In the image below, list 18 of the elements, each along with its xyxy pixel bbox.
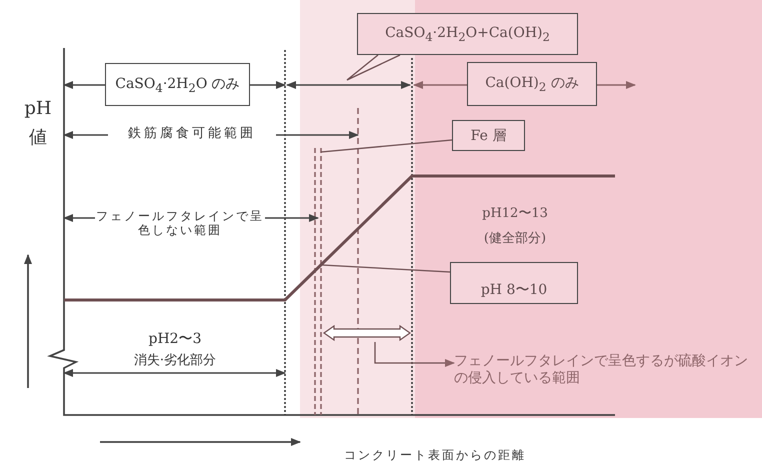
ph-label: pH2〜3 <box>148 331 202 348</box>
leader-line <box>320 139 452 153</box>
axis-label: コンクリート表面からの距離 <box>343 448 527 462</box>
callout-box: CaSO$_{4}$·2H$_{2}$O+Ca(OH)$_{2}$ <box>357 13 578 55</box>
double-arrow <box>323 325 411 342</box>
annotation-text: フェノールフタレインで呈色するが硫酸イオンの侵入している範囲 <box>454 350 760 390</box>
ph-box: pH 8〜10 <box>450 262 578 304</box>
region-label: (健全部分) <box>482 231 548 247</box>
ph-label: pH12〜13 <box>481 206 549 222</box>
axis-label: pH 値 <box>23 97 53 150</box>
layer-box: Fe 層 <box>452 120 525 151</box>
dimension-label: フェノールフタレインで呈色しない範囲 <box>95 209 265 238</box>
arrow <box>374 342 455 367</box>
dimension-label: 鉄筋腐食可能範囲 <box>108 126 276 142</box>
compound-box: CaSO$_{4}$·2H$_{2}$O のみ <box>105 63 250 106</box>
leader-line <box>322 264 450 273</box>
compound-box: Ca(OH)$_{2}$ のみ <box>467 62 597 106</box>
region-label: 消失·劣化部分 <box>132 353 218 369</box>
